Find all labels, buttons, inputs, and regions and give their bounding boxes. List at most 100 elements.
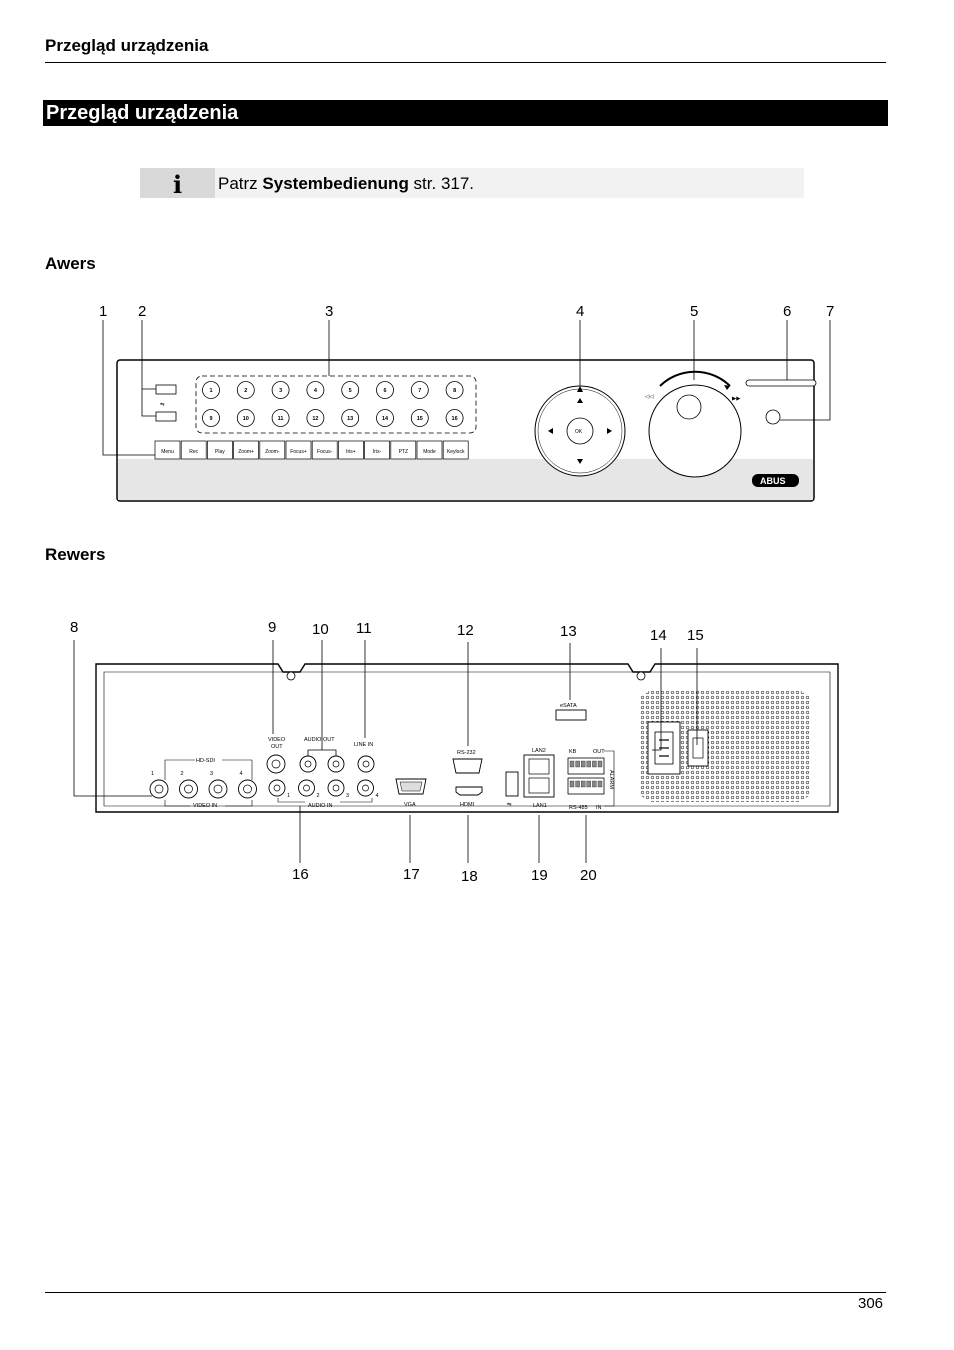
callout-8: 8 [70, 619, 78, 636]
running-header: Przegląd urządzenia [45, 36, 209, 55]
function-button-1 [180, 440, 207, 460]
display-slot [745, 379, 817, 387]
function-button-7 [338, 440, 364, 460]
function-button-5 [285, 440, 312, 460]
function-button-label: Play [215, 449, 225, 455]
function-button-label: Mode [423, 449, 436, 455]
number-button-15 [410, 409, 429, 427]
number-button-label: 6 [383, 388, 386, 394]
ok-button [566, 417, 594, 445]
alarm-terminal [567, 757, 605, 795]
note-text: Patrz Systembedienung str. 317. [218, 174, 475, 193]
function-button-2 [207, 440, 233, 460]
number-button-9 [202, 409, 220, 427]
function-button-label: Zoom- [265, 449, 280, 455]
callout-9: 9 [268, 619, 276, 636]
callout-15: 15 [687, 627, 704, 644]
number-button-14 [376, 409, 394, 427]
number-button-4 [306, 381, 325, 399]
number-button-5 [341, 381, 360, 399]
audio-in-number: 4 [376, 793, 379, 799]
callout-18: 18 [461, 868, 478, 885]
function-button-label: Zoom+ [238, 449, 254, 455]
screw-2 [636, 671, 646, 681]
brand-text: ABUS [760, 476, 786, 486]
callout-13: 13 [560, 623, 577, 640]
number-button-label: 5 [349, 388, 352, 394]
number-button-10 [236, 409, 255, 427]
function-button-label: Focus- [317, 449, 333, 455]
screw-1 [286, 671, 296, 681]
audio-out-label: AUDIO OUT [304, 737, 335, 743]
leader-10 [307, 640, 337, 756]
number-button-7 [410, 381, 429, 399]
function-button-3 [233, 440, 259, 460]
callout-1: 1 [99, 303, 107, 320]
alarm-in-label: IN [596, 805, 602, 811]
callout-20: 20 [580, 867, 597, 884]
hdsdi-number: 4 [240, 771, 243, 777]
number-button-label: 10 [243, 416, 249, 422]
rs485-label: RS-485 [569, 805, 588, 811]
number-button-3 [271, 381, 290, 399]
leader-8 [73, 640, 152, 797]
lan2-port [528, 758, 550, 775]
info-note: i Patrz Systembedienung str. 317. [140, 168, 804, 199]
callout-16: 16 [292, 866, 309, 883]
video-out-label-1: VIDEO [268, 737, 286, 743]
function-button-10 [416, 440, 443, 460]
esata-port [555, 709, 587, 721]
arrow-right-icon [607, 428, 612, 434]
line-in-label: LINE IN [354, 742, 373, 748]
callout-19: 19 [531, 867, 548, 884]
video-out-label-2: OUT [271, 744, 283, 750]
function-button-8 [364, 440, 390, 460]
number-button-8 [445, 381, 464, 399]
audio-in-number: 3 [346, 793, 349, 799]
function-button-0 [154, 440, 181, 460]
kb-label: KB [569, 749, 577, 755]
header-rule [45, 62, 886, 63]
video-in-label: VIDEO IN [193, 803, 217, 809]
lan1-port [528, 777, 550, 794]
number-button-label: 8 [453, 388, 456, 394]
hdmi-port [455, 786, 483, 796]
alarm-label: ALARM [608, 770, 614, 789]
hdsdi-number: 1 [151, 771, 154, 777]
page-number: 306 [858, 1295, 884, 1312]
number-button-label: 2 [244, 388, 247, 394]
audio-in-number: 1 [287, 793, 290, 799]
callout-6: 6 [783, 303, 791, 320]
vga-label: VGA [404, 802, 416, 808]
note-link-bold: Systembedienung [262, 174, 409, 193]
jog-knob [676, 394, 702, 420]
callout-10: 10 [312, 621, 329, 638]
number-button-label: 14 [382, 416, 389, 422]
function-button-label: Iris- [373, 449, 382, 455]
leader-7 [780, 320, 831, 421]
jog-shuttle [648, 384, 742, 478]
audio-in-number: 2 [317, 793, 320, 799]
number-button-13 [341, 409, 360, 427]
esata-label: eSATA [560, 703, 577, 709]
ok-label: OK [575, 429, 583, 435]
function-button-label: Focus+ [290, 449, 307, 455]
number-button-label: 12 [312, 416, 318, 422]
alarm-out-label: OUT [593, 749, 605, 755]
rs232-port [452, 758, 483, 774]
leader-1 [102, 320, 155, 456]
ir-receiver [765, 409, 781, 425]
audio-in-label: AUDIO IN [308, 803, 332, 809]
callout-2: 2 [138, 303, 146, 320]
number-button-label: 1 [209, 388, 212, 394]
number-button-label: 7 [418, 388, 421, 394]
usb-port-1 [155, 384, 177, 395]
function-button-4 [259, 440, 286, 460]
function-button-6 [311, 440, 338, 460]
number-button-6 [376, 381, 394, 399]
arrow-left-icon [548, 428, 553, 434]
svg-text:▶▶: ▶▶ [732, 396, 741, 402]
function-button-label: PTZ [399, 449, 408, 455]
